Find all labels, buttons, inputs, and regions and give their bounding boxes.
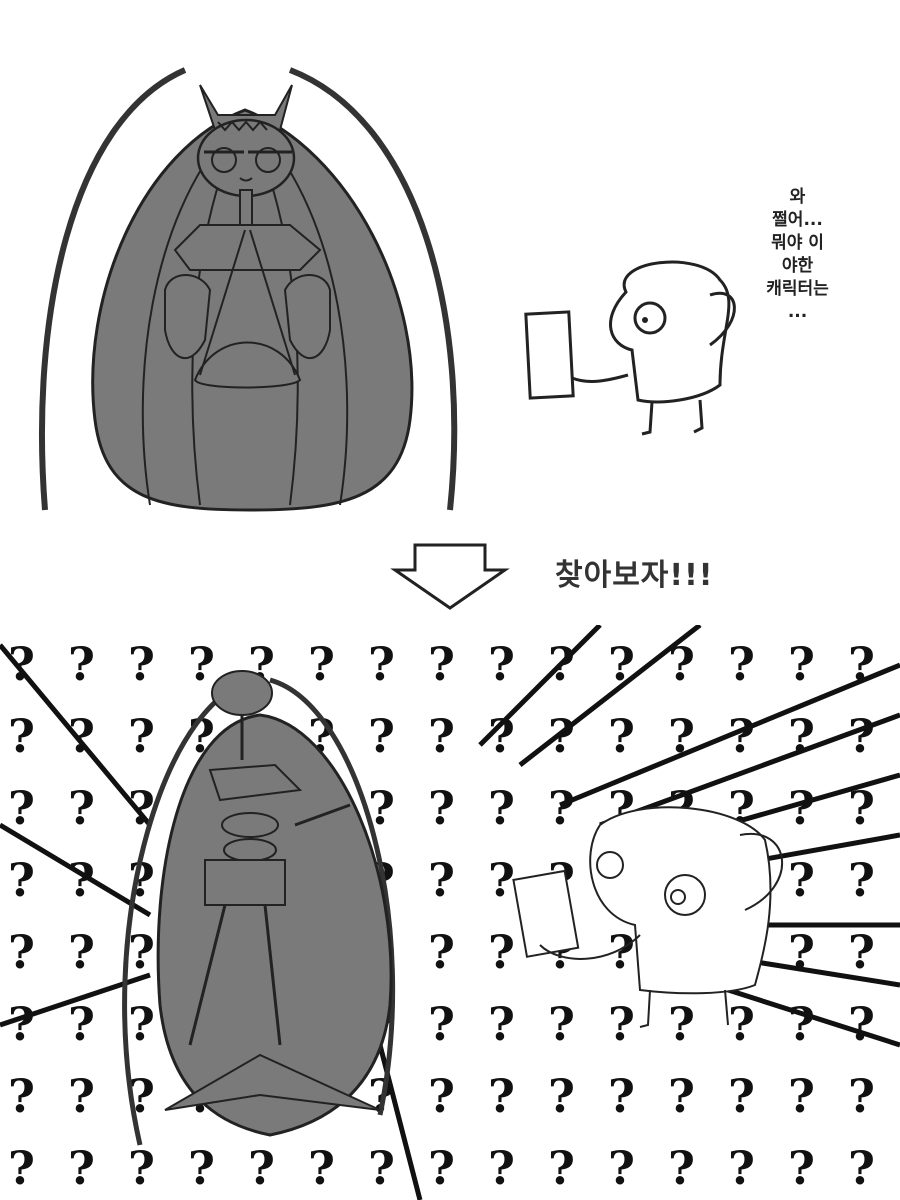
speech-line: 캐릭터는 <box>766 279 829 299</box>
transition-strip: 찾아보자!!! <box>0 530 900 625</box>
top-panel: 와 쩔어... 뭐야 이 야한 캐릭터는 ... <box>0 0 900 530</box>
insect-body <box>91 108 414 512</box>
speech-line: 와 <box>789 187 806 207</box>
top-panel-illustration <box>38 67 736 512</box>
insect-body <box>156 713 393 1137</box>
round-character <box>512 806 783 1028</box>
speech-line: 뭐야 이 <box>771 233 824 253</box>
speech-line: ... <box>787 302 808 322</box>
round-character <box>524 260 736 436</box>
down-arrow-icon <box>390 543 510 610</box>
shout-text: 찾아보자!!! <box>555 558 714 593</box>
speech-line: 야한 <box>781 256 814 276</box>
bottom-panel-illustration: ? <box>0 625 900 1200</box>
speech-text: 와 쩔어... 뭐야 이 야한 캐릭터는 ... <box>745 186 850 324</box>
speech-line: 쩔어... <box>772 210 823 230</box>
bottom-panel: ? <box>0 625 900 1200</box>
insect-head <box>211 670 273 716</box>
